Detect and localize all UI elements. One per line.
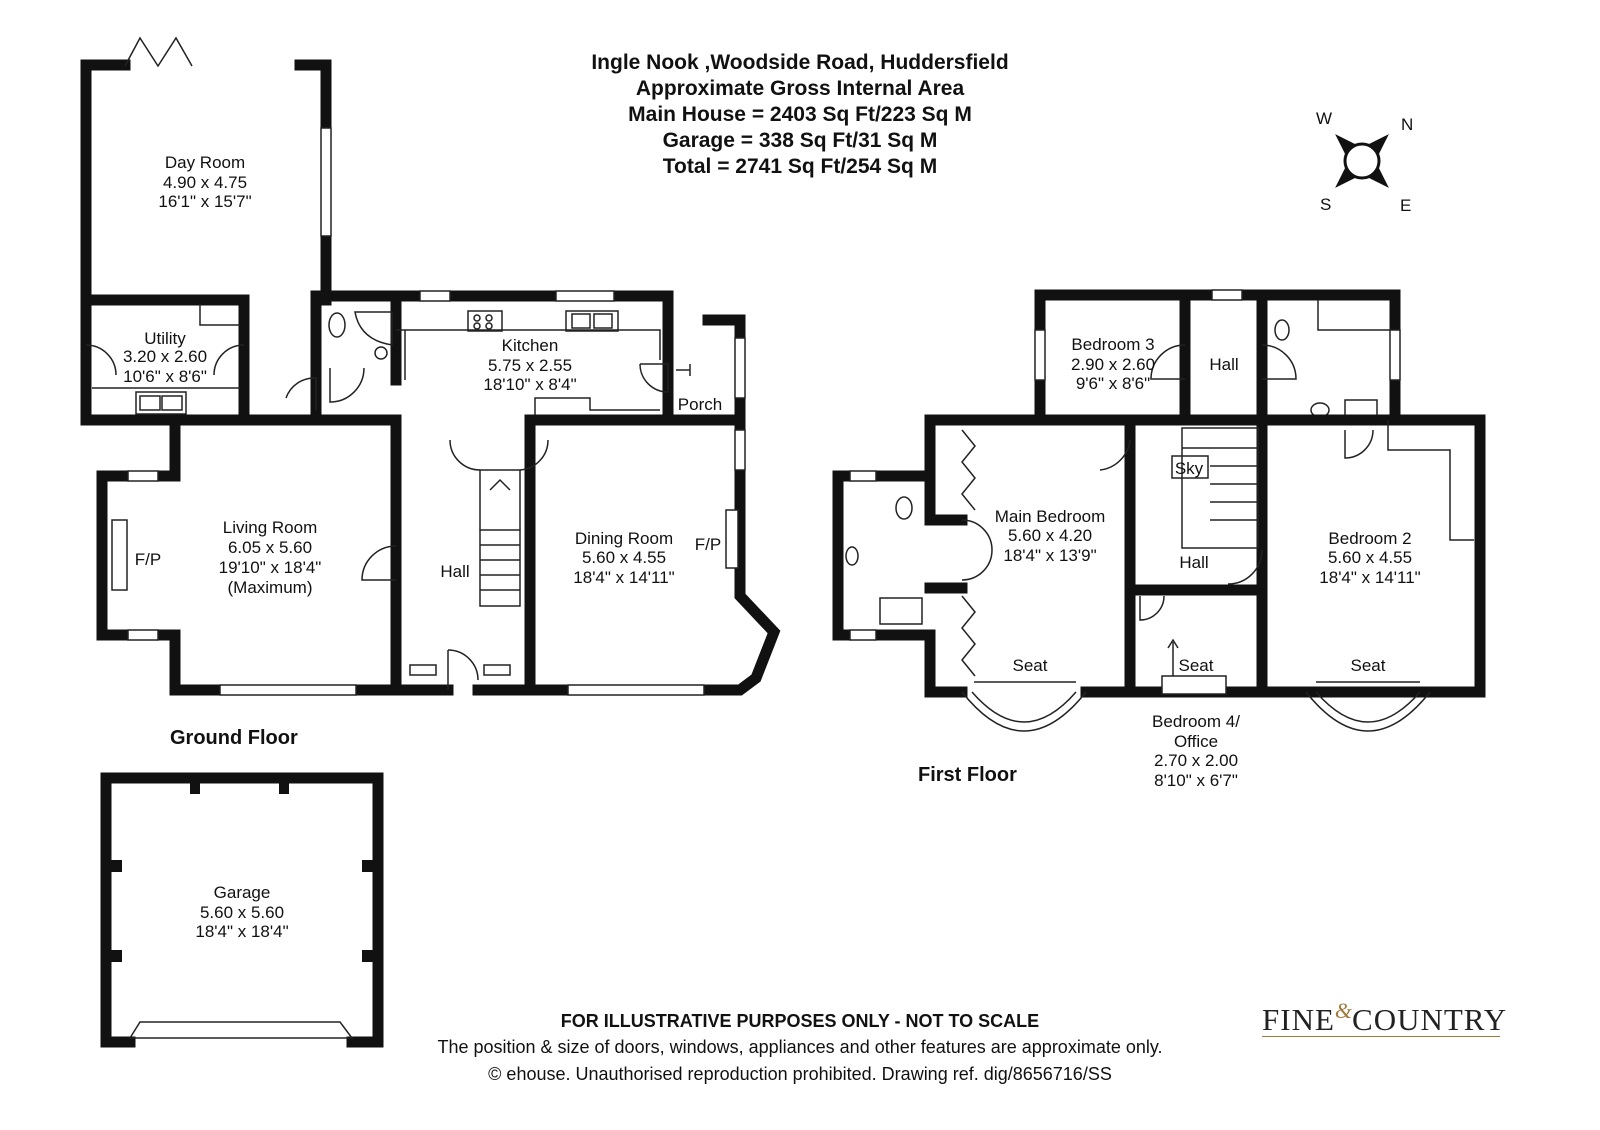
bedroom2-name: Bedroom 2 xyxy=(1328,529,1411,548)
logo-underline xyxy=(1262,1036,1500,1037)
kitchen-imperial: 18'10" x 8'4" xyxy=(483,375,576,394)
living-room-note: (Maximum) xyxy=(228,578,313,597)
garage-metric: 5.60 x 5.60 xyxy=(200,903,284,922)
staircase xyxy=(1171,427,1259,549)
kitchen-metric: 5.75 x 2.55 xyxy=(488,356,572,375)
bay-windows xyxy=(961,675,1431,732)
total-area: Total = 2741 Sq Ft/254 Sq M xyxy=(662,155,938,178)
day-room-imperial: 16'1" x 15'7" xyxy=(158,192,251,211)
compass-west-label: W xyxy=(1316,109,1332,128)
compass-south-label: S xyxy=(1320,195,1331,214)
first-floor: First Floor xyxy=(832,289,1486,786)
garage-area: Garage = 338 Sq Ft/31 Sq M xyxy=(662,129,938,152)
utility-walls xyxy=(80,294,250,426)
plan-header: Ingle Nook ,Woodside Road, Huddersfield … xyxy=(480,50,1120,180)
copyright-note: © ehouse. Unauthorised reproduction proh… xyxy=(488,1064,1112,1084)
first-hall-top-name: Hall xyxy=(1209,355,1238,374)
bedroom3-name: Bedroom 3 xyxy=(1071,335,1154,354)
kitchen-name: Kitchen xyxy=(502,336,559,355)
main-bedroom-imperial: 18'4" x 13'9" xyxy=(1003,546,1096,565)
area-title: Approximate Gross Internal Area xyxy=(635,77,965,100)
garage-name: Garage xyxy=(214,883,271,902)
main-bedroom-metric: 5.60 x 4.20 xyxy=(1008,526,1092,545)
logo-country: COUNTRY xyxy=(1352,1002,1508,1037)
bedroom2-seat-label: Seat xyxy=(1351,656,1386,675)
utility-imperial: 10'6" x 8'6" xyxy=(123,367,207,386)
first-hall-mid-name: Hall xyxy=(1179,553,1208,572)
dining-room-walls xyxy=(524,414,781,696)
garage xyxy=(100,772,384,1048)
bedroom3-imperial: 9'6" x 8'6" xyxy=(1076,374,1150,393)
utility-name: Utility xyxy=(144,329,186,348)
bedroom4-name-line2: Office xyxy=(1174,732,1218,751)
bedroom4-seat-label: Seat xyxy=(1179,656,1214,675)
living-room-imperial: 19'10" x 18'4" xyxy=(219,558,322,577)
kitchen-walls xyxy=(285,290,674,426)
bedroom4-name-line1: Bedroom 4/ xyxy=(1152,712,1240,731)
skylight-label: Sky xyxy=(1175,459,1204,478)
ground-floor: Ground Floor xyxy=(80,36,781,749)
logo-ampersand: & xyxy=(1334,998,1353,1023)
hall-walls xyxy=(390,414,549,696)
dining-room-name: Dining Room xyxy=(575,529,673,548)
living-room-walls xyxy=(96,414,402,696)
dining-room-imperial: 18'4" x 14'11" xyxy=(573,568,674,587)
living-fireplace-label: F/P xyxy=(135,550,161,569)
fine-and-country-logo: FINE&COUNTRY xyxy=(1262,998,1522,1062)
main-house-area: Main House = 2403 Sq Ft/223 Sq M xyxy=(628,103,972,126)
bedroom2-imperial: 18'4" x 14'11" xyxy=(1319,568,1420,587)
bedroom4-imperial: 8'10" x 6'7" xyxy=(1154,771,1238,790)
approximation-note: The position & size of doors, windows, a… xyxy=(437,1037,1163,1057)
compass-rose-icon xyxy=(1335,134,1389,188)
living-room-name: Living Room xyxy=(223,518,318,537)
property-address: Ingle Nook ,Woodside Road, Huddersfield xyxy=(591,51,1009,74)
first-floor-title: First Floor xyxy=(918,764,1017,786)
disclaimer: FOR ILLUSTRATIVE PURPOSES ONLY - NOT TO … xyxy=(560,1011,1040,1031)
ground-hall-name: Hall xyxy=(440,562,469,581)
garage-imperial: 18'4" x 18'4" xyxy=(195,922,288,941)
compass-east-label: E xyxy=(1400,196,1411,215)
main-bedroom-name: Main Bedroom xyxy=(995,507,1106,526)
bedroom3-metric: 2.90 x 2.60 xyxy=(1071,355,1155,374)
logo-fine: FINE xyxy=(1262,1002,1335,1037)
day-room-metric: 4.90 x 4.75 xyxy=(163,173,247,192)
compass-north-label: N xyxy=(1401,115,1413,134)
plan-footer: FOR ILLUSTRATIVE PURPOSES ONLY - NOT TO … xyxy=(380,1008,1220,1088)
main-bedroom-seat-label: Seat xyxy=(1013,656,1048,675)
bedroom4-metric: 2.70 x 2.00 xyxy=(1154,751,1238,770)
dining-room-metric: 5.60 x 4.55 xyxy=(582,548,666,567)
day-room-name: Day Room xyxy=(165,153,245,172)
utility-metric: 3.20 x 2.60 xyxy=(123,347,207,366)
porch-name: Porch xyxy=(678,395,722,414)
bedroom2-metric: 5.60 x 4.55 xyxy=(1328,548,1412,567)
dining-fireplace-label: F/P xyxy=(695,535,721,554)
living-room-metric: 6.05 x 5.60 xyxy=(228,538,312,557)
ground-floor-title: Ground Floor xyxy=(170,727,298,749)
